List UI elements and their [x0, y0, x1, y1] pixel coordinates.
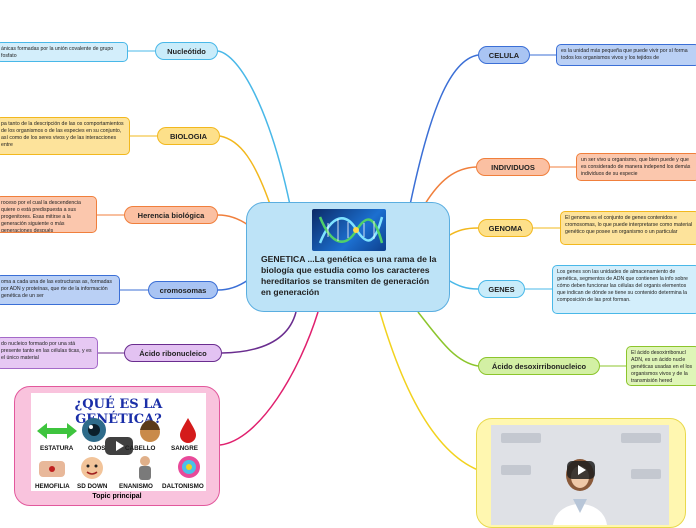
note-acido-desoxirribonucleico: El ácido desoxirribonucl ADN, es un ácid…: [626, 346, 696, 386]
blood-drop-icon: [180, 418, 196, 443]
down-syndrome-icon: [81, 457, 103, 479]
topic-principal-caption: Topic principal: [92, 493, 142, 500]
genetics-infographic: ¿QUÉ ES LA GENÉTICA? ESTATURA OJOS CABEL…: [31, 393, 206, 491]
note-genes: Los genes son las unidades de almacenami…: [552, 265, 696, 314]
topic-acido-desoxirribonucleico[interactable]: Ácido desoxirribonucleico: [478, 357, 600, 375]
note-celula: es la unidad más pequeña que puede vivir…: [556, 44, 696, 66]
topic-individuos[interactable]: INDIVIDUOS: [476, 158, 550, 176]
topic-nucleotido[interactable]: Nucleótido: [155, 42, 218, 60]
link-genoma: [447, 227, 479, 237]
label-enanismo: ENANISMO: [119, 483, 153, 490]
label-daltonismo: DALTONISMO: [162, 483, 204, 490]
topic-genoma[interactable]: GENOMA: [478, 219, 533, 237]
topic-celula[interactable]: CELULA: [478, 46, 530, 64]
video-card[interactable]: [476, 418, 686, 528]
note-nucleotido: ánicas formadas por la unión covalente d…: [0, 42, 128, 62]
label-ojos: OJOS: [88, 445, 106, 452]
link-cromosomas: [217, 279, 249, 291]
label-cabello: CABELLO: [125, 445, 156, 452]
video-thumbnail: [491, 425, 669, 525]
link-nucleotido: [217, 50, 291, 206]
hemophilia-icon: [39, 461, 65, 477]
topic-biologia[interactable]: BIOLOGIA: [157, 127, 220, 145]
label-estatura: ESTATURA: [40, 445, 74, 452]
label-sangre: SANGRE: [171, 445, 198, 452]
dwarfism-icon: [139, 456, 151, 480]
link-video: [379, 311, 479, 471]
play-icon[interactable]: [567, 461, 595, 479]
central-topic-title: GENETICA ...La genética es una rama de l…: [261, 254, 437, 297]
note-acido-ribonucleico: do nucleico formado por una stá presente…: [0, 337, 98, 369]
link-celula: [409, 54, 479, 206]
note-biologia: pa tanto de la descripción de las os com…: [0, 117, 130, 155]
label-sd-down: SD DOWN: [77, 483, 108, 490]
topic-principal-card[interactable]: ¿QUÉ ES LA GENÉTICA? ESTATURA OJOS CABEL…: [14, 386, 220, 506]
color-blindness-icon: [178, 456, 200, 478]
topic-genes[interactable]: GENES: [478, 280, 525, 298]
label-hemofilia: HEMOFILIA: [35, 483, 70, 490]
note-genoma: El genoma es el conjunto de genes conten…: [560, 211, 696, 245]
height-arrows-icon: [37, 423, 77, 439]
eye-icon: [82, 418, 106, 442]
link-acido-ribonucleico: [221, 311, 297, 354]
note-herencia-biologica: roceso por el cual la descendencia quier…: [0, 196, 97, 233]
link-acido-desoxirribonucleico: [417, 311, 479, 367]
link-topic-principal: [219, 311, 319, 446]
link-genes: [447, 279, 479, 290]
central-topic[interactable]: GENETICA ...La genética es una rama de l…: [246, 202, 450, 312]
note-individuos: un ser vivo u organismo, que bien puede …: [576, 153, 696, 181]
link-herencia: [217, 214, 249, 226]
link-individuos: [424, 166, 477, 205]
note-cromosomas: oma a cada una de las estructuras as, fo…: [0, 275, 120, 305]
link-biologia: [219, 135, 273, 211]
topic-herencia-biologica[interactable]: Herencia biológica: [124, 206, 218, 224]
play-icon[interactable]: [105, 437, 133, 455]
topic-cromosomas[interactable]: cromosomas: [148, 281, 218, 299]
topic-acido-ribonucleico[interactable]: Ácido ribonucleico: [124, 344, 222, 362]
dna-helix-image: [312, 209, 386, 251]
hair-icon: [140, 420, 160, 442]
